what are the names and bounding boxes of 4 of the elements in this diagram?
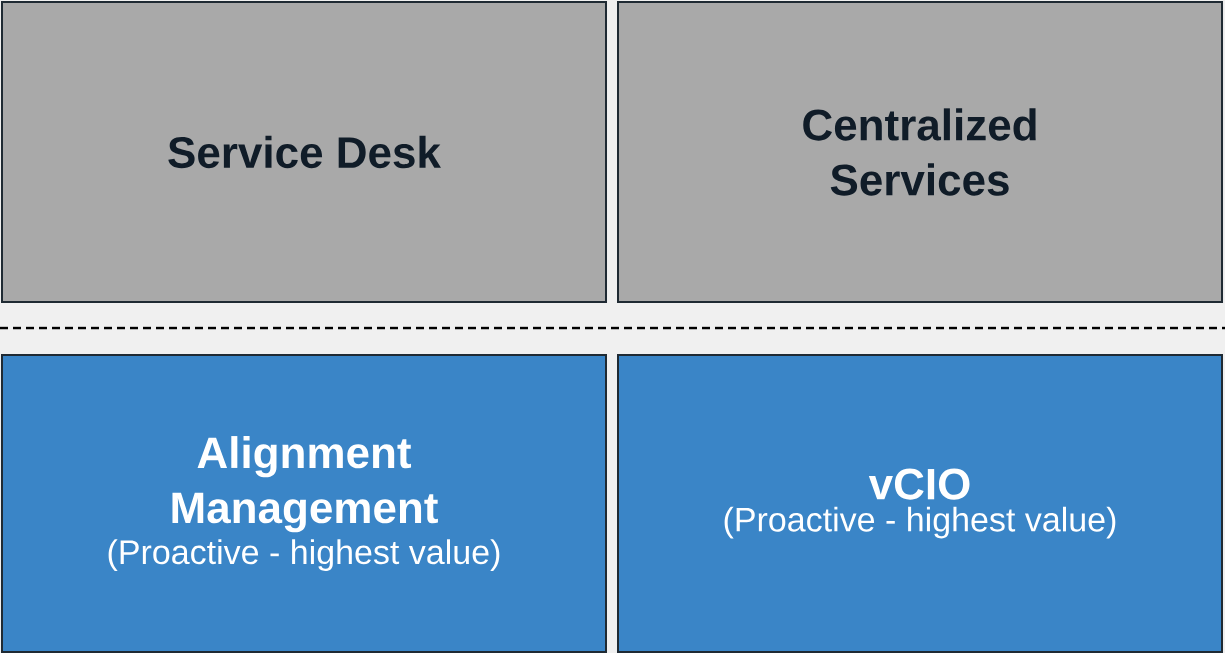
process-box: Alignment Management (Proactive - highest value) (1, 354, 607, 653)
process-box: Centralized Services (617, 1, 1223, 303)
process-box: vCIO (Proactive - highest value) (617, 354, 1223, 653)
process-box: Service Desk (1, 1, 607, 303)
